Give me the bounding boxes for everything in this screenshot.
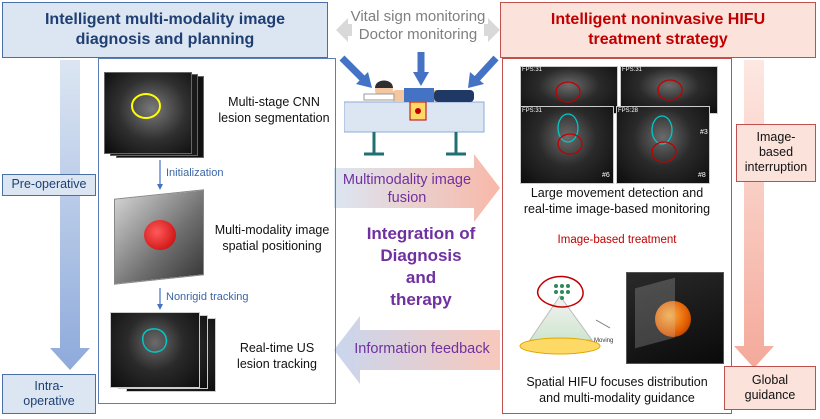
image-based-treatment-label: Image-based treatment bbox=[557, 234, 677, 246]
interruption-text-2: based bbox=[758, 145, 794, 159]
us-monitoring-grid: FPS:31 FPS:31 FPS:31 FPS:28 #3 #6 #8 bbox=[520, 66, 718, 184]
us-lesion-contour bbox=[142, 328, 168, 353]
pre-to-intra-arrow bbox=[50, 60, 90, 370]
frame-number-8: #8 bbox=[698, 172, 706, 179]
nonrigid-tracking-label: Nonrigid tracking bbox=[166, 291, 249, 303]
tracking-text-1: Real-time US bbox=[239, 341, 315, 355]
integration-text-4: therapy bbox=[390, 290, 452, 309]
header-left-line1: Intelligent multi-modality image bbox=[44, 11, 286, 28]
cnn-text-1: Multi-stage CNN bbox=[228, 95, 320, 109]
header-left-line2: diagnosis and planning bbox=[75, 31, 255, 48]
hifu-transducer-illustration: Moving bbox=[519, 275, 613, 355]
interruption-to-global-arrow bbox=[734, 60, 774, 368]
movement-text-2: real-time image-based monitoring bbox=[523, 202, 711, 216]
mri-stack bbox=[104, 72, 204, 160]
fps-label-1: FPS:31 bbox=[522, 67, 543, 73]
fusion-label: Multimodality image fusion bbox=[340, 171, 474, 207]
hifu-distribution-label: Spatial HIFU focuses distribution and mu… bbox=[506, 374, 728, 406]
vital-sign-text: Vital sign monitoring Doctor monitoring bbox=[336, 8, 500, 44]
fps-label-2: FPS:31 bbox=[622, 67, 643, 73]
patient-table-illustration bbox=[344, 80, 485, 156]
arrow-to-patient-right bbox=[471, 55, 499, 85]
frame-number-3: #3 bbox=[700, 129, 708, 136]
interruption-text-1: Image- bbox=[756, 130, 796, 144]
cnn-segmentation-label: Multi-stage CNN lesion segmentation bbox=[212, 94, 336, 126]
intra-operative-label: Intra- operative bbox=[2, 374, 96, 414]
global-guidance-box: Global guidance bbox=[724, 366, 816, 410]
us-grid-contours bbox=[555, 79, 683, 163]
frame-number-6: #6 bbox=[602, 172, 610, 179]
fusion-text-1: Multimodality image bbox=[342, 172, 472, 188]
hifu-text-2: and multi-modality guidance bbox=[539, 391, 695, 405]
moving-label: Moving bbox=[594, 338, 613, 344]
interruption-text-3: interruption bbox=[744, 160, 808, 174]
header-diagnosis-planning: Intelligent multi-modality image diagnos… bbox=[2, 2, 328, 58]
header-right-line1: Intelligent noninvasive HIFU bbox=[550, 11, 766, 28]
integration-text-2: Diagnosis bbox=[380, 246, 462, 265]
initialization-label: Initialization bbox=[166, 167, 224, 179]
header-right-arrow bbox=[484, 18, 500, 42]
segmentation-contour bbox=[131, 93, 161, 119]
spatial-positioning-label: Multi-modality image spatial positioning bbox=[208, 222, 336, 254]
header-left-arrow bbox=[336, 18, 352, 42]
movement-text-1: Large movement detection and bbox=[530, 186, 704, 200]
header-right-line2: treatment strategy bbox=[588, 31, 728, 48]
image-based-interruption-box: Image- based interruption bbox=[736, 124, 816, 182]
movement-detection-label: Large movement detection and real-time i… bbox=[506, 185, 728, 217]
right-panel bbox=[502, 58, 732, 414]
vital-line2: Doctor monitoring bbox=[358, 26, 478, 43]
multi-modality-guidance-image bbox=[626, 272, 724, 364]
fps-label-3: FPS:31 bbox=[522, 108, 543, 114]
pre-operative-label: Pre-operative bbox=[2, 174, 96, 196]
vital-line1: Vital sign monitoring bbox=[350, 8, 486, 25]
tracking-text-2: lesion tracking bbox=[237, 357, 317, 371]
fusion-text-2: fusion bbox=[387, 190, 427, 206]
integration-title: Integration of Diagnosis and therapy bbox=[346, 223, 496, 311]
feedback-arrow bbox=[334, 316, 500, 384]
integration-text-3: and bbox=[405, 268, 437, 287]
us-tracking-stack bbox=[110, 312, 220, 398]
pre-operative-text: Pre-operative bbox=[11, 177, 87, 191]
spatial-text-2: spatial positioning bbox=[222, 239, 322, 253]
hifu-text-1: Spatial HIFU focuses distribution bbox=[526, 375, 708, 389]
us-tracking-label: Real-time US lesion tracking bbox=[222, 340, 332, 372]
header-hifu-strategy: Intelligent noninvasive HIFU treatment s… bbox=[500, 2, 816, 58]
global-text-1: Global bbox=[751, 373, 789, 387]
left-panel bbox=[98, 58, 336, 404]
intra-text-1: Intra- bbox=[34, 379, 64, 393]
fusion-arrow bbox=[334, 154, 500, 222]
fps-label-4: FPS:28 bbox=[618, 108, 639, 114]
intra-text-2: operative bbox=[23, 394, 75, 408]
spatial-positioning-image bbox=[110, 189, 206, 285]
integration-text-1: Integration of bbox=[366, 224, 476, 243]
global-text-2: guidance bbox=[744, 388, 796, 402]
spatial-text-1: Multi-modality image bbox=[214, 223, 330, 237]
cnn-text-2: lesion segmentation bbox=[218, 111, 330, 125]
feedback-label: Information feedback bbox=[354, 341, 490, 357]
